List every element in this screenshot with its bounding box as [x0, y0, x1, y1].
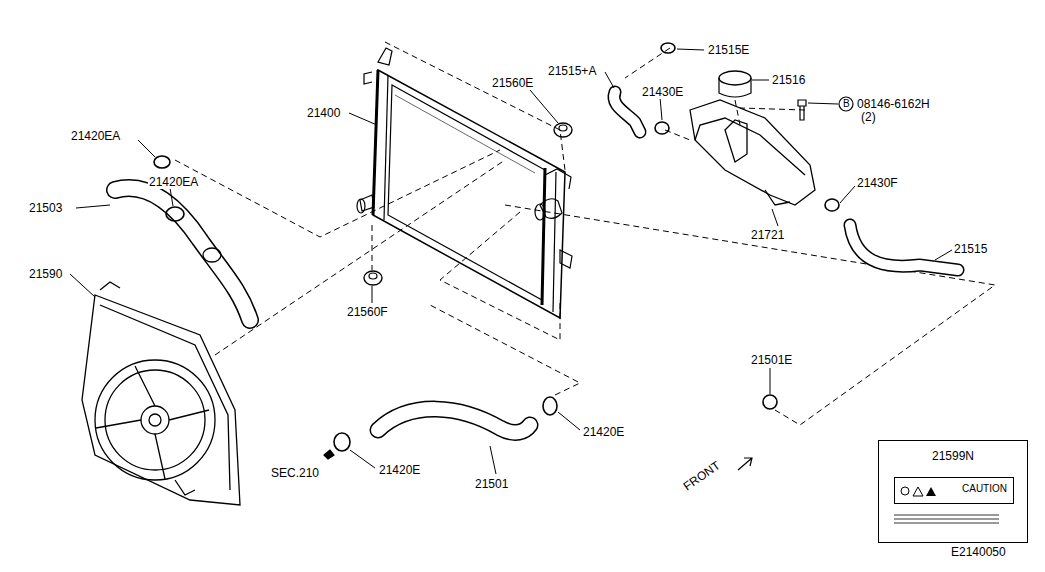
callout-number: 21515+A: [547, 64, 597, 78]
callout-number: 21501: [474, 477, 509, 491]
caution-text: CAUTION: [895, 482, 1013, 496]
direction-label: FRONT: [680, 458, 724, 494]
callout-number: 21721: [750, 228, 785, 242]
callout-number: 21560E: [491, 76, 534, 90]
callout-number: 21420EA: [70, 129, 121, 143]
callout-number: 21420E: [378, 463, 421, 477]
caution-label: CAUTION: [894, 477, 1014, 504]
figure-code: E2140050: [950, 545, 1007, 559]
callout-number: SEC.210: [270, 466, 320, 480]
callout-number: 21516: [771, 73, 806, 87]
callout-number: 21420EA: [148, 175, 199, 189]
callout-number: 21515: [953, 242, 988, 256]
callout-number: 21560F: [346, 305, 389, 319]
callout-number: 21515E: [707, 43, 750, 57]
part-number: 21599N: [879, 449, 1027, 463]
callout-number: 21503: [28, 201, 63, 215]
callout-number: 21430F: [856, 176, 899, 190]
callout-number: 21400: [306, 106, 341, 120]
callout-number: (2): [860, 110, 877, 124]
callout-number: 21501E: [750, 353, 793, 367]
callout-number: 21420E: [582, 425, 625, 439]
label-lines: [894, 513, 1014, 525]
callout-number: B: [842, 97, 851, 111]
callout-number: 21590: [28, 267, 63, 281]
warning-symbols: [899, 484, 939, 498]
callout-number: 21430E: [641, 85, 684, 99]
label-frame: 21599N CAUTION: [878, 440, 1028, 543]
callout-number: 08146-6162H: [856, 97, 931, 111]
